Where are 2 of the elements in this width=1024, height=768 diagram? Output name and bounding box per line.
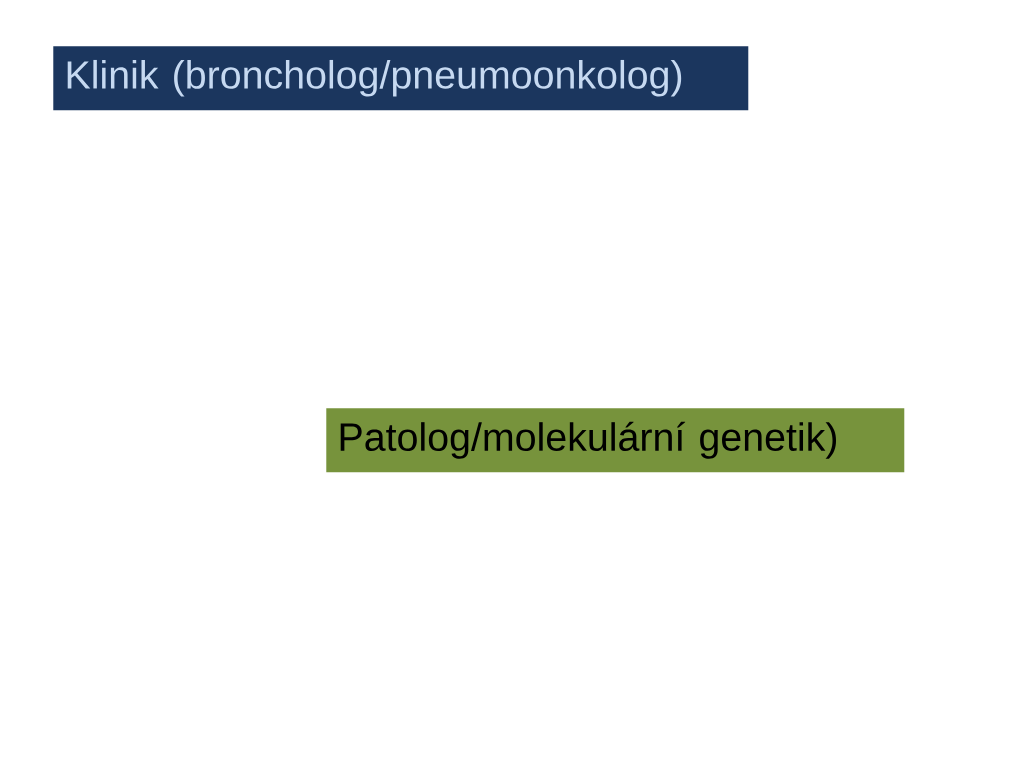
label-box: Klinik (broncholog/pneumoonkolog) (53, 46, 749, 111)
label-box: Patolog/molekulární genetik) (326, 408, 905, 473)
